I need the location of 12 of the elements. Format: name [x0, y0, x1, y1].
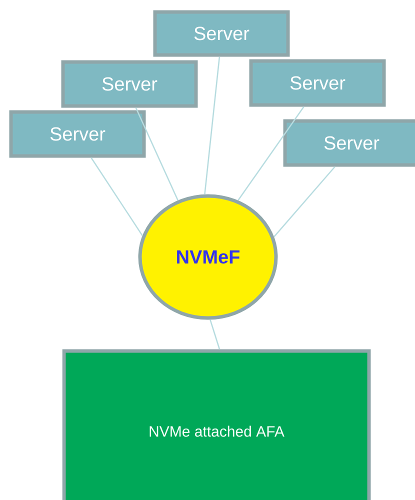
server-box: Server: [153, 10, 290, 57]
server-box: Server: [61, 60, 198, 108]
storage-array-box: NVMe attached AFA: [62, 349, 371, 500]
connector-line: [238, 106, 304, 201]
connector-line: [210, 320, 220, 350]
connector-line: [204, 56, 220, 194]
server-box: Server: [9, 110, 146, 158]
connector-line: [135, 107, 178, 201]
server-box: Server: [283, 119, 415, 167]
connector-line: [274, 166, 336, 238]
server-box: Server: [249, 59, 386, 107]
connector-line: [90, 157, 143, 236]
